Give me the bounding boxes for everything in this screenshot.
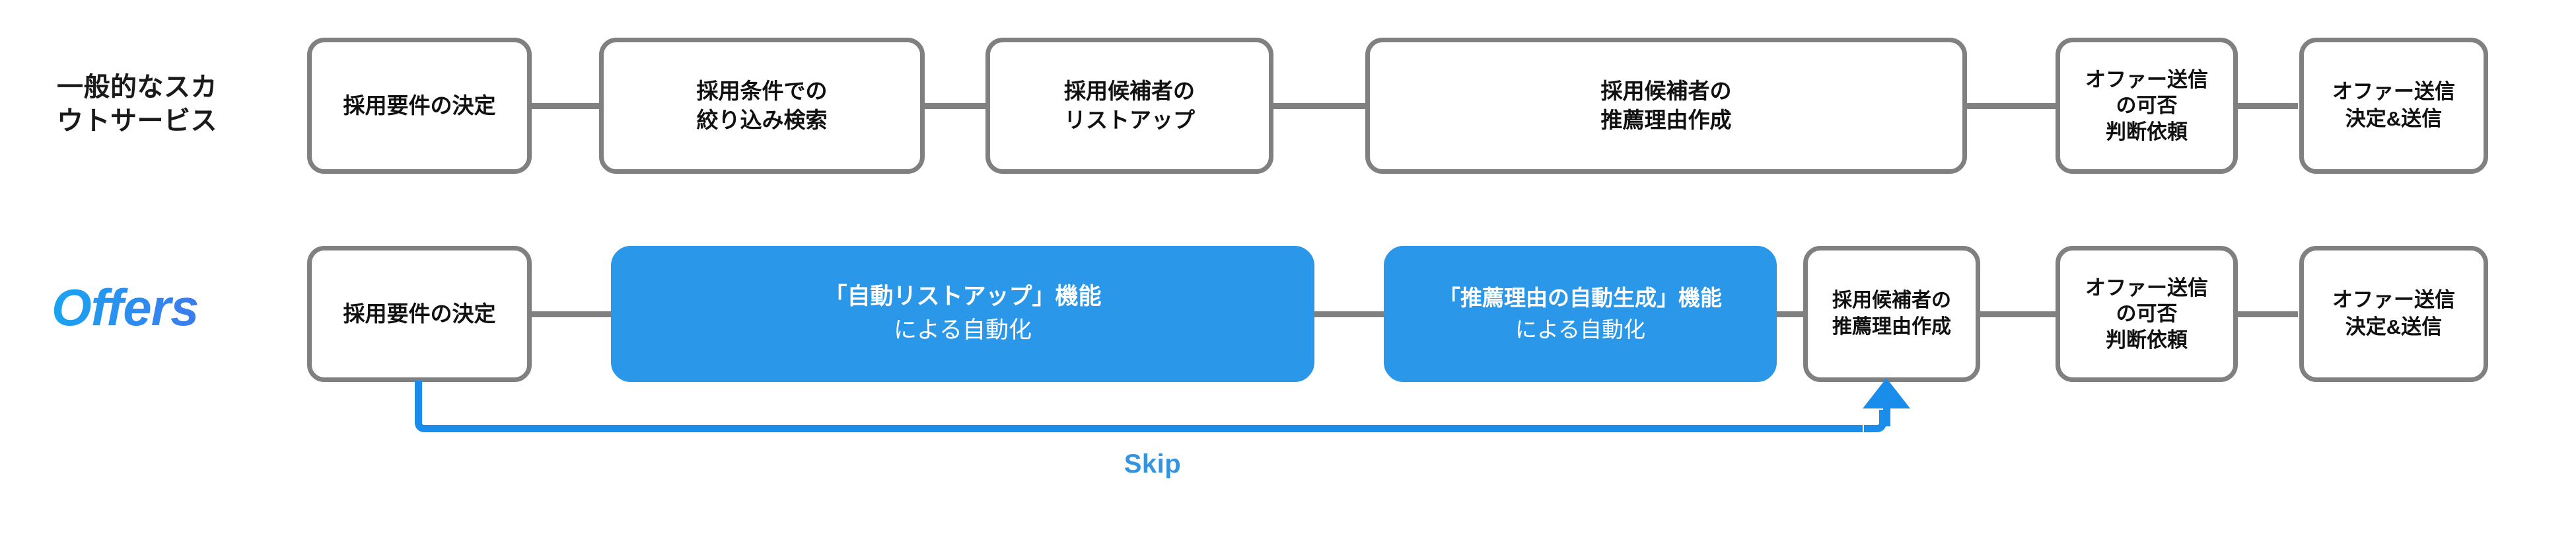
connector-g1-g2	[530, 103, 601, 109]
step-box-o3-line2: による自動化	[1515, 317, 1645, 342]
skip-path-corner-left	[415, 410, 437, 432]
connector-g5-g6	[2236, 103, 2298, 109]
step-box-o2-line2: による自動化	[894, 317, 1032, 343]
step-box-o3-auto-reason[interactable]: 「推薦理由の自動生成」機能 による自動化	[1384, 246, 1777, 382]
step-box-o6[interactable]: オファー送信 決定&送信	[2299, 246, 2488, 382]
step-box-o2-auto-listup[interactable]: 「自動リストアップ」機能 による自動化	[611, 246, 1314, 382]
step-box-o2-line1: 「自動リストアップ」機能	[824, 284, 1102, 310]
skip-path-vertical-end	[1883, 406, 1890, 426]
step-box-g3[interactable]: 採用候補者の リストアップ	[985, 38, 1273, 174]
connector-o3-o4	[1773, 311, 1806, 317]
skip-path-vertical-start	[415, 381, 422, 422]
step-box-o5[interactable]: オファー送信 の可否 判断依頼	[2056, 246, 2238, 382]
step-box-o3-line1: 「推薦理由の自動生成」機能	[1439, 286, 1722, 311]
step-box-g4[interactable]: 採用候補者の 推薦理由作成	[1365, 38, 1967, 174]
step-box-g6[interactable]: オファー送信 決定&送信	[2299, 38, 2488, 174]
connector-o4-o5	[1978, 311, 2057, 317]
connector-g3-g4	[1272, 103, 1367, 109]
connector-o1-o2	[530, 311, 614, 317]
skip-path-corner-right	[1864, 410, 1886, 432]
connector-o5-o6	[2236, 311, 2298, 317]
step-box-g1[interactable]: 採用要件の決定	[307, 38, 532, 174]
row-label-generic-scout-service: 一般的なスカ ウトサービス	[57, 73, 217, 136]
connector-o2-o3	[1312, 311, 1387, 317]
skip-arrow-icon	[1863, 378, 1910, 408]
skip-label: Skip	[1124, 449, 1182, 479]
step-box-g5[interactable]: オファー送信 の可否 判断依頼	[2056, 38, 2238, 174]
connector-g2-g3	[922, 103, 987, 109]
step-box-o4[interactable]: 採用候補者の 推薦理由作成	[1803, 246, 1980, 382]
connector-g4-g5	[1966, 103, 2057, 109]
step-box-o1[interactable]: 採用要件の決定	[307, 246, 532, 382]
brand-logo-offers: Offers	[52, 278, 250, 338]
step-box-g2[interactable]: 採用条件での 絞り込み検索	[599, 38, 925, 174]
skip-path-horizontal	[436, 425, 1863, 432]
